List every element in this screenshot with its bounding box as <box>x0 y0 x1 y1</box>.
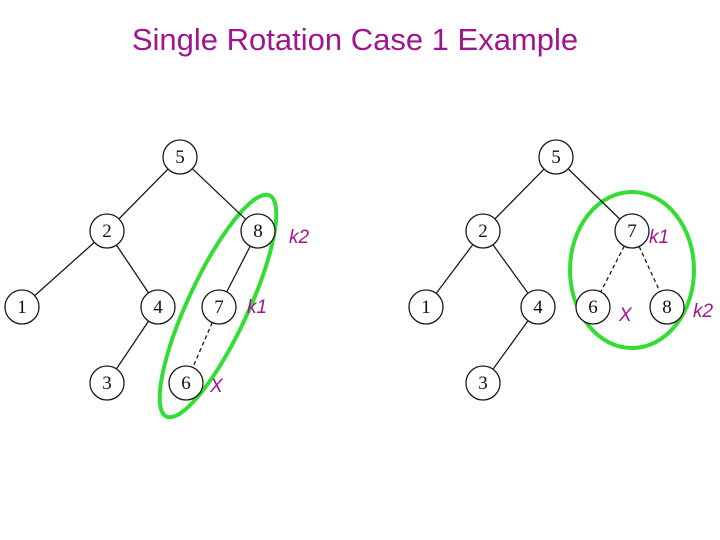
node-label: 6 <box>588 297 598 318</box>
tree-1-node-8: 8 <box>240 213 276 249</box>
highlight-ellipse-left <box>157 192 279 420</box>
tree-1-edge-2-1 <box>34 241 95 297</box>
node-circle <box>408 289 444 325</box>
node-circle <box>520 289 556 325</box>
tree-1-node-2: 2 <box>89 213 125 249</box>
node-label: 1 <box>17 297 27 318</box>
tree-1-annotation-k1: k1 <box>247 297 267 318</box>
node-label: 3 <box>102 373 112 394</box>
tree-2-node-7: 7 <box>614 213 650 249</box>
node-label: 5 <box>175 147 185 168</box>
tree-1-edge-7-6 <box>192 322 213 368</box>
tree-1-node-4: 4 <box>140 289 176 325</box>
node-label: 8 <box>662 297 672 318</box>
node-circle <box>140 289 176 325</box>
tree-2-edge-7-8 <box>638 246 661 292</box>
node-label: 7 <box>627 221 637 242</box>
node-circle <box>465 213 501 249</box>
tree-1-edge-5-2 <box>118 168 169 220</box>
tree-1-edge-2-4 <box>115 244 150 294</box>
node-circle <box>89 213 125 249</box>
node-circle <box>465 365 501 401</box>
tree-2-annotation-x: X <box>618 305 633 326</box>
edges-layer <box>34 168 661 370</box>
tree-2-edge-4-3 <box>492 320 529 370</box>
tree-2-annotation-k1: k1 <box>649 227 669 248</box>
tree-2-node-4: 4 <box>520 289 556 325</box>
tree-2-edge-7-6 <box>600 245 625 293</box>
tree-1-annotation-x: X <box>209 376 224 397</box>
node-circle <box>89 365 125 401</box>
node-circle <box>649 289 685 325</box>
tree-2-node-6: 6 <box>575 289 611 325</box>
node-label: 5 <box>551 147 561 168</box>
tree-1-node-1: 1 <box>4 289 40 325</box>
tree-2-node-5: 5 <box>538 139 574 175</box>
node-label: 2 <box>102 221 112 242</box>
tree-1-node-7: 7 <box>201 289 237 325</box>
node-circle <box>162 139 198 175</box>
tree-2-node-3: 3 <box>465 365 501 401</box>
tree-2-edge-5-2 <box>494 168 545 220</box>
tree-1-edge-8-7 <box>226 245 251 293</box>
node-circle <box>168 365 204 401</box>
node-circle <box>4 289 40 325</box>
tree-1-edge-4-3 <box>115 320 150 370</box>
tree-2-annotation-k2: k2 <box>693 301 714 322</box>
highlight-ellipse-right <box>568 190 696 350</box>
tree-2-node-8: 8 <box>649 289 685 325</box>
node-circle <box>575 289 611 325</box>
tree-2-edge-2-1 <box>435 244 474 294</box>
node-label: 1 <box>421 297 431 318</box>
node-label: 4 <box>153 297 163 318</box>
node-circle <box>240 213 276 249</box>
tree-1-node-3: 3 <box>89 365 125 401</box>
tree-2-node-1: 1 <box>408 289 444 325</box>
node-label: 6 <box>181 373 191 394</box>
tree-1-node-5: 5 <box>162 139 198 175</box>
tree-1-node-6: 6 <box>168 365 204 401</box>
node-circle <box>614 213 650 249</box>
tree-2-edge-5-7 <box>567 168 621 220</box>
node-label: 4 <box>533 297 543 318</box>
tree-2-edge-2-4 <box>492 244 529 294</box>
node-label: 7 <box>214 297 224 318</box>
node-circle <box>538 139 574 175</box>
tree-1-edge-5-8 <box>191 168 247 220</box>
tree-2-node-2: 2 <box>465 213 501 249</box>
node-label: 8 <box>253 221 263 242</box>
node-circle <box>201 289 237 325</box>
page-title: Single Rotation Case 1 Example <box>131 22 579 57</box>
tree-1-annotation-k2: k2 <box>289 227 310 248</box>
node-label: 2 <box>478 221 488 242</box>
node-label: 3 <box>478 373 488 394</box>
